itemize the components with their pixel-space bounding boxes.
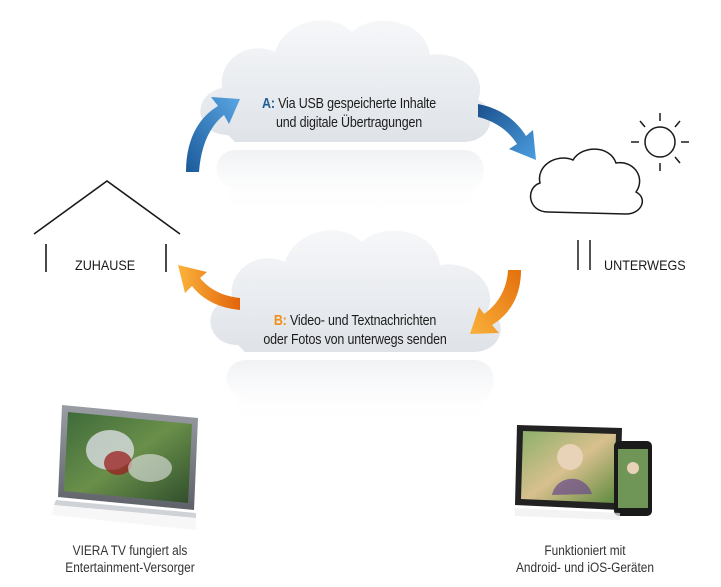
device-caption-line1: Funktioniert mit: [544, 543, 626, 558]
arrow-b-down: [470, 270, 521, 334]
upper-cloud: [200, 20, 491, 216]
label-b: B: Video- und Textnachrichten oder Fotos…: [243, 312, 467, 350]
tablet-phone-image: [515, 425, 652, 520]
label-a-line2: und digitale Übertragungen: [276, 115, 422, 131]
cloud-sun-icon: [529, 113, 689, 270]
arrow-a-down: [478, 104, 536, 160]
label-a-line1: Via USB gespeicherte Inhalte: [278, 96, 436, 112]
house-icon: [33, 180, 181, 272]
lower-cloud: [210, 230, 501, 426]
tv-image: [52, 405, 198, 530]
label-b-line1: Video- und Textnachrichten: [289, 313, 437, 329]
tv-caption: VIERA TV fungiert als Entertainment-Vers…: [51, 542, 209, 576]
tv-caption-line2: Entertainment-Versorger: [65, 560, 195, 575]
arrow-a-up: [186, 97, 240, 172]
arrow-b-left: [178, 265, 240, 310]
label-b-key: B:: [273, 313, 287, 329]
label-b-line2: oder Fotos von unterwegs senden: [263, 332, 447, 348]
label-a: A: Via USB gespeicherte Inhalte und digi…: [242, 95, 457, 133]
device-caption-line2: Android- und iOS-Geräten: [515, 560, 655, 575]
device-caption: Funktioniert mit Android- und iOS-Geräte…: [501, 542, 668, 576]
tv-caption-line1: VIERA TV fungiert als: [72, 543, 188, 558]
label-a-key: A:: [262, 96, 275, 112]
home-label: ZUHAUSE: [75, 257, 136, 273]
away-label: UNTERWEGS: [604, 257, 686, 273]
